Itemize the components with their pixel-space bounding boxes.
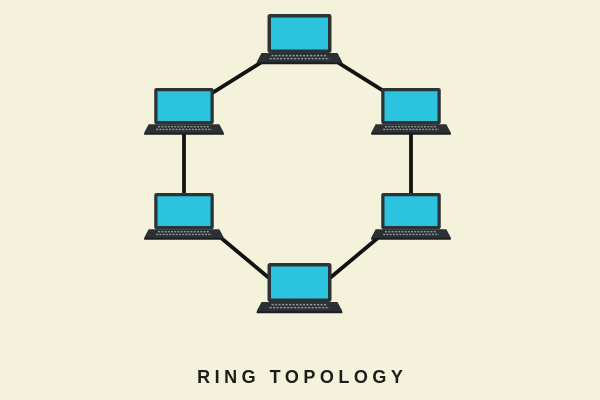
laptop-base-lip [256,62,343,65]
laptop-base-lip [144,237,224,240]
laptop-base-lip [371,132,451,135]
laptop-node [256,263,343,314]
laptop-screen [384,91,438,122]
laptop-screen [157,196,211,227]
laptop-node [256,14,343,65]
laptop-node [371,193,451,240]
laptop-screen [157,91,211,122]
connection-line [322,230,387,285]
page-title: RING TOPOLOGY [197,367,408,387]
laptop-node [144,193,224,240]
laptop-base-lip [144,132,224,135]
connection-line [332,58,392,97]
laptop-node [144,88,224,135]
connection-line [212,230,277,285]
laptop-screen [384,196,438,227]
laptop-base-lip [371,237,451,240]
laptop-node [371,88,451,135]
laptop-screen [271,266,328,299]
connection-line [207,58,267,97]
laptop-base-lip [256,311,343,314]
laptop-screen [271,17,328,50]
